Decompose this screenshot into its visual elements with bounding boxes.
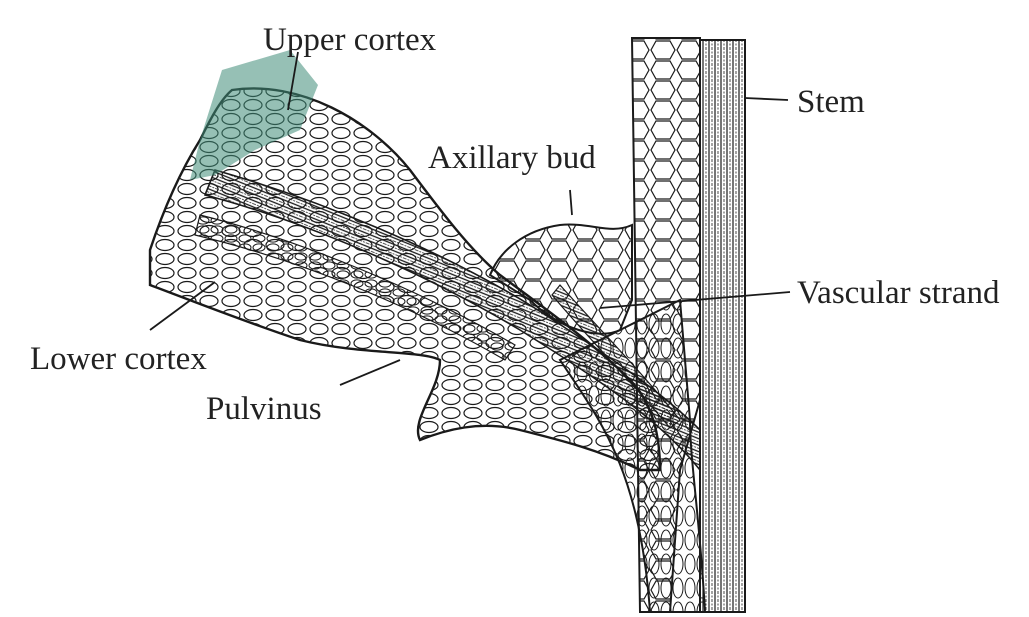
label-axillary-bud: Axillary bud [428, 142, 596, 175]
leader-pulvinus [340, 360, 400, 385]
label-lower-cortex: Lower cortex [30, 343, 207, 376]
label-stem: Stem [797, 86, 865, 119]
label-upper-cortex: Upper cortex [263, 24, 436, 57]
leader-stem [745, 98, 788, 100]
stem-vascular-zone [700, 40, 745, 612]
label-pulvinus: Pulvinus [206, 393, 322, 426]
leader-axillary-bud [570, 190, 572, 215]
label-vascular-strand: Vascular strand [797, 277, 1000, 310]
